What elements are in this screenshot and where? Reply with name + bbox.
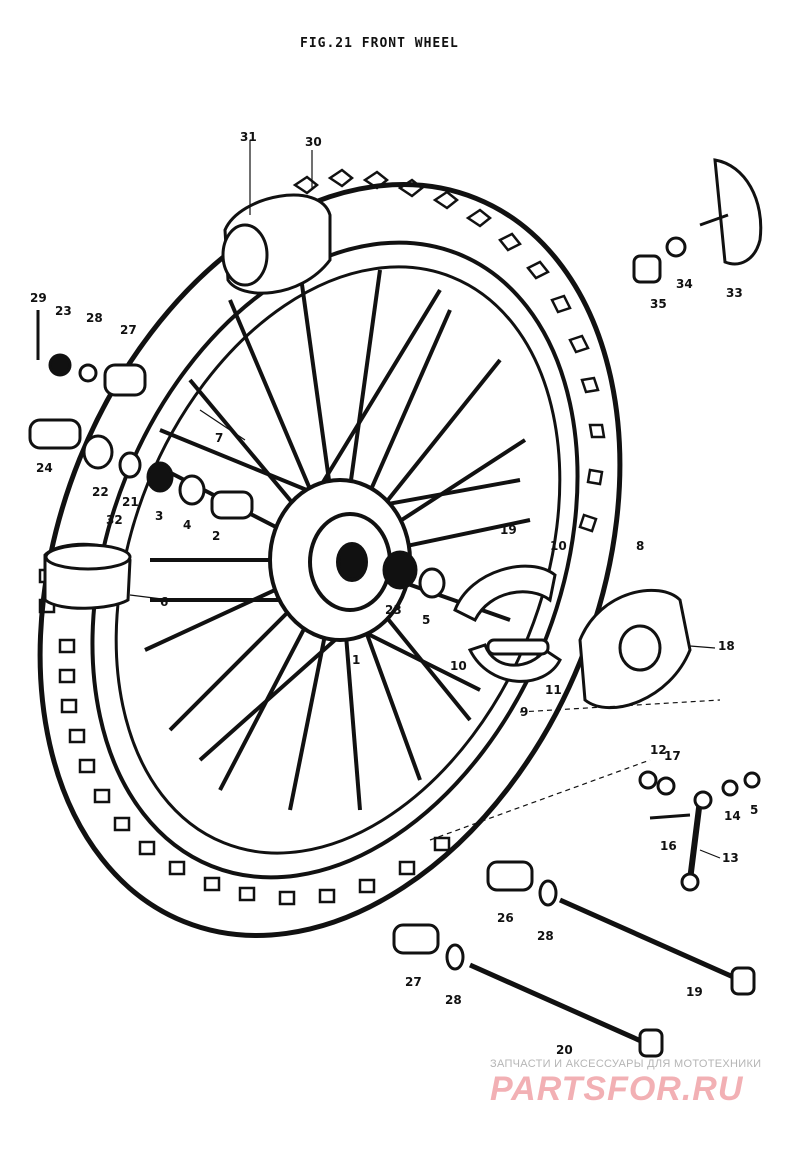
callout-20: 20 <box>556 1043 573 1057</box>
tire-tread <box>38 168 606 906</box>
callout-5-hub: 5 <box>422 613 431 627</box>
callout-32: 32 <box>106 513 123 527</box>
axle-parts-left <box>28 236 687 599</box>
callout-24: 24 <box>36 461 53 475</box>
callout-31: 31 <box>240 130 257 144</box>
callout-19-lower: 19 <box>686 985 703 999</box>
callout-10-upper: 10 <box>550 539 567 553</box>
callout-16: 16 <box>660 839 677 853</box>
callout-6: 6 <box>160 595 169 609</box>
callout-8: 8 <box>636 539 645 553</box>
callout-2: 2 <box>212 529 221 543</box>
callout-3: 3 <box>155 509 164 523</box>
callout-35: 35 <box>650 297 667 311</box>
callout-17: 17 <box>664 749 681 763</box>
callout-28-lower: 28 <box>445 993 462 1007</box>
figure-title: FIG.21 FRONT WHEEL <box>300 36 459 51</box>
rim-band <box>43 542 132 610</box>
callout-28-middle: 28 <box>537 929 554 943</box>
callout-22: 22 <box>92 485 109 499</box>
callout-26: 26 <box>497 911 514 925</box>
callout-14: 14 <box>724 809 741 823</box>
callout-19-upper: 19 <box>500 523 517 537</box>
callout-13: 13 <box>722 851 739 865</box>
callout-1: 1 <box>352 653 361 667</box>
callout-12: 12 <box>650 743 667 757</box>
callout-9: 9 <box>520 705 529 719</box>
callout-21: 21 <box>122 495 139 509</box>
callout-23-lower: 23 <box>385 603 402 617</box>
callout-18: 18 <box>718 639 735 653</box>
callout-34: 34 <box>676 277 693 291</box>
callout-29: 29 <box>30 291 47 305</box>
callout-23-upper: 23 <box>55 304 72 318</box>
callout-10-lower: 10 <box>450 659 467 673</box>
brake-shoes <box>453 564 562 683</box>
callout-5-arm: 5 <box>750 803 759 817</box>
callout-4: 4 <box>183 518 192 532</box>
watermark-caption: ЗАПЧАСТИ И АКСЕССУАРЫ ДЛЯ МОТОТЕХНИКИ <box>490 1058 762 1070</box>
callout-27-upper: 27 <box>120 323 137 337</box>
sprocket-plate <box>699 158 763 266</box>
callout-33: 33 <box>726 286 743 300</box>
axles-and-arm <box>392 770 761 1058</box>
hub <box>268 478 412 642</box>
brake-panel <box>578 588 692 710</box>
inner-tube <box>221 193 332 295</box>
callout-28-upper: 28 <box>86 311 103 325</box>
callout-7: 7 <box>215 431 224 445</box>
watermark-logo: PARTSFOR.RU <box>490 1070 744 1108</box>
callout-30: 30 <box>305 135 322 149</box>
leader-lines <box>129 140 721 859</box>
callout-11: 11 <box>545 683 562 697</box>
callout-27-lower: 27 <box>405 975 422 989</box>
